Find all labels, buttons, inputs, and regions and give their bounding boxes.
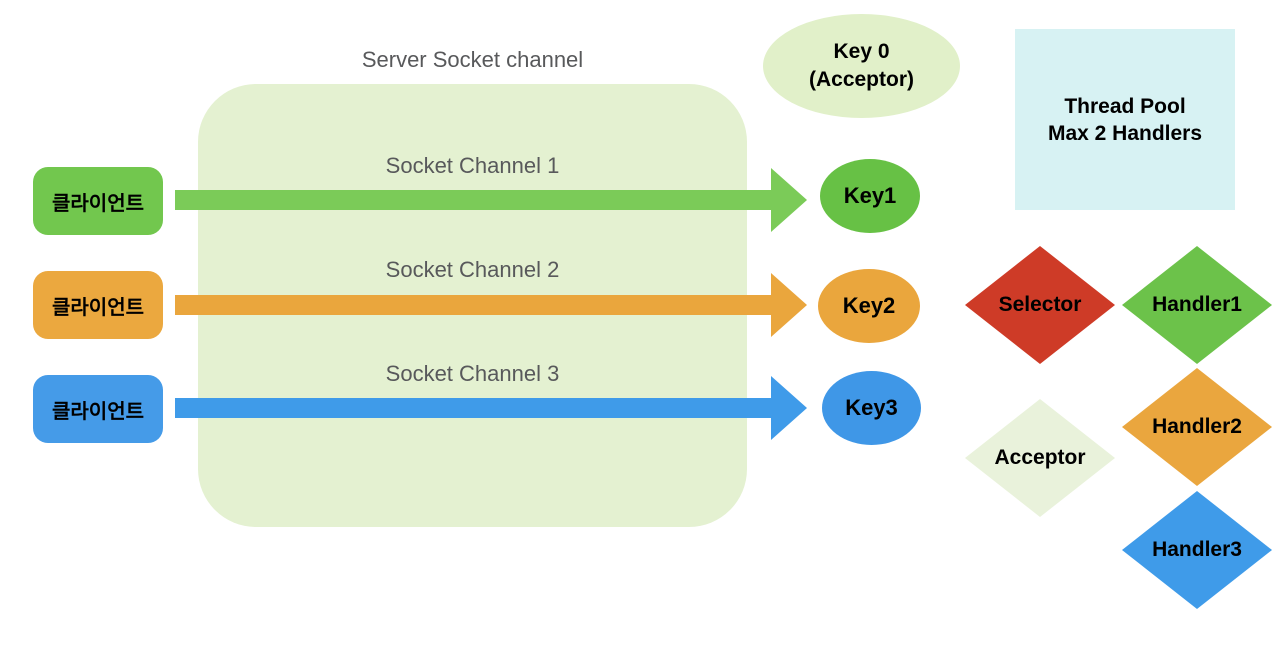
key1-ellipse: Key1: [820, 159, 920, 233]
socket-channel-2-arrowhead-icon: [771, 273, 807, 337]
acceptor-diamond: Acceptor: [965, 399, 1115, 517]
client-box-2-label: 클라이언트: [52, 296, 144, 319]
client-box-2: 클라이언트: [33, 271, 163, 339]
socket-channel-3-arrowhead-icon: [771, 376, 807, 440]
selector-label: Selector: [998, 293, 1082, 316]
thread-pool-line2: Max 2 Handlers: [1047, 121, 1203, 145]
socket-channel-2-label: Socket Channel 2: [385, 257, 560, 282]
handler2-diamond: Handler2: [1122, 368, 1272, 486]
key3-ellipse: Key3: [822, 371, 921, 445]
key3-label: Key3: [845, 395, 898, 420]
thread-pool-box: Thread Pool Max 2 Handlers: [1015, 29, 1235, 210]
diagram-title: Server Socket channel: [361, 47, 584, 72]
key1-label: Key1: [843, 183, 897, 208]
thread-pool-line1: Thread Pool: [1064, 94, 1186, 118]
client-box-3-label: 클라이언트: [52, 400, 144, 423]
handler3-diamond: Handler3: [1122, 491, 1272, 609]
socket-channel-3-arrow: [175, 398, 771, 418]
socket-channel-3-label: Socket Channel 3: [385, 361, 560, 386]
client-box-1: 클라이언트: [33, 167, 163, 235]
socket-channel-1-label: Socket Channel 1: [385, 153, 560, 178]
client-box-3: 클라이언트: [33, 375, 163, 443]
socket-channel-1-arrow: [175, 190, 771, 210]
handler1-label: Handler1: [1152, 293, 1242, 316]
socket-channel-2-arrow: [175, 295, 771, 315]
handler2-label: Handler2: [1152, 415, 1242, 438]
handler3-label: Handler3: [1152, 538, 1242, 561]
key0-acceptor-ellipse: Key 0 (Acceptor): [763, 14, 960, 118]
key2-label: Key2: [842, 293, 896, 318]
acceptor-label: Acceptor: [994, 446, 1086, 469]
key0-sublabel: (Acceptor): [808, 68, 914, 91]
key2-ellipse: Key2: [818, 269, 920, 343]
selector-diamond: Selector: [965, 246, 1115, 364]
handler1-diamond: Handler1: [1122, 246, 1272, 364]
socket-channel-1-arrowhead-icon: [771, 168, 807, 232]
key0-label: Key 0: [833, 40, 890, 63]
client-box-1-label: 클라이언트: [52, 192, 144, 215]
